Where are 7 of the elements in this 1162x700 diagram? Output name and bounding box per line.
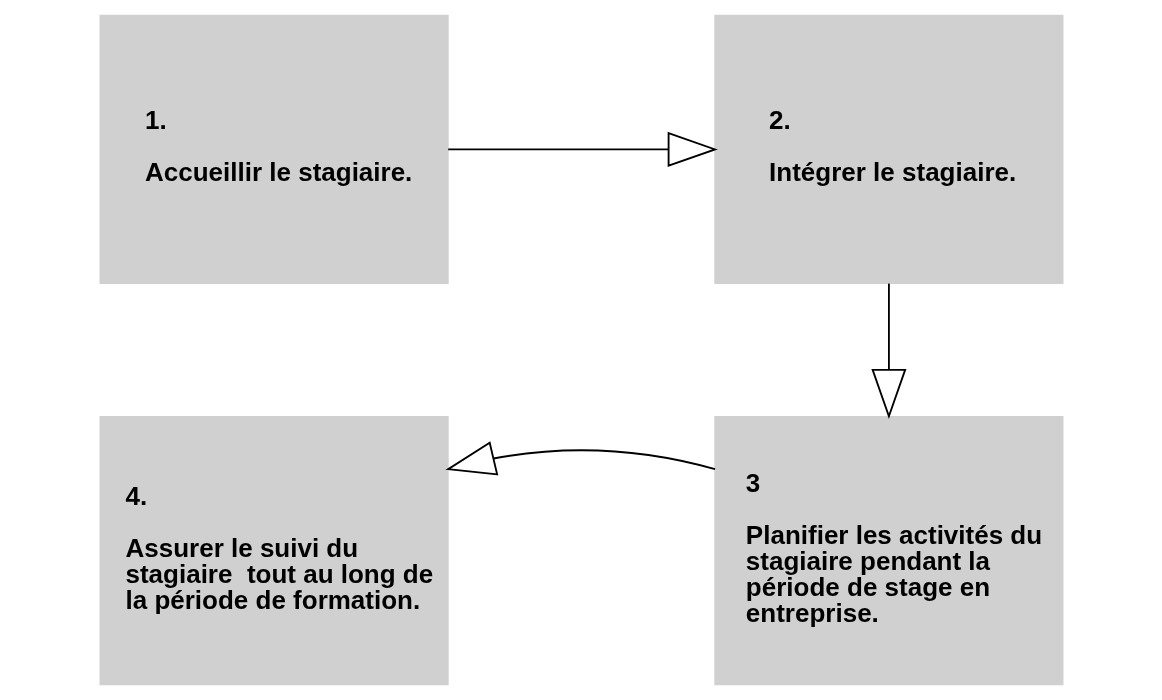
arrow — [446, 131, 718, 167]
node-box: 1. Accueillir le stagiaire. — [99, 14, 449, 285]
arrow — [444, 441, 716, 476]
node-box: 4. Assurer le suivi du stagiaire tout au long de la période de formation. — [99, 415, 449, 686]
node-box: 3 Planifier les activités du stagiaire pendant la période de stage en entreprise. — [713, 415, 1063, 686]
arrow — [870, 282, 906, 420]
node-box: 2. Intégrer le stagiaire. — [713, 14, 1063, 285]
